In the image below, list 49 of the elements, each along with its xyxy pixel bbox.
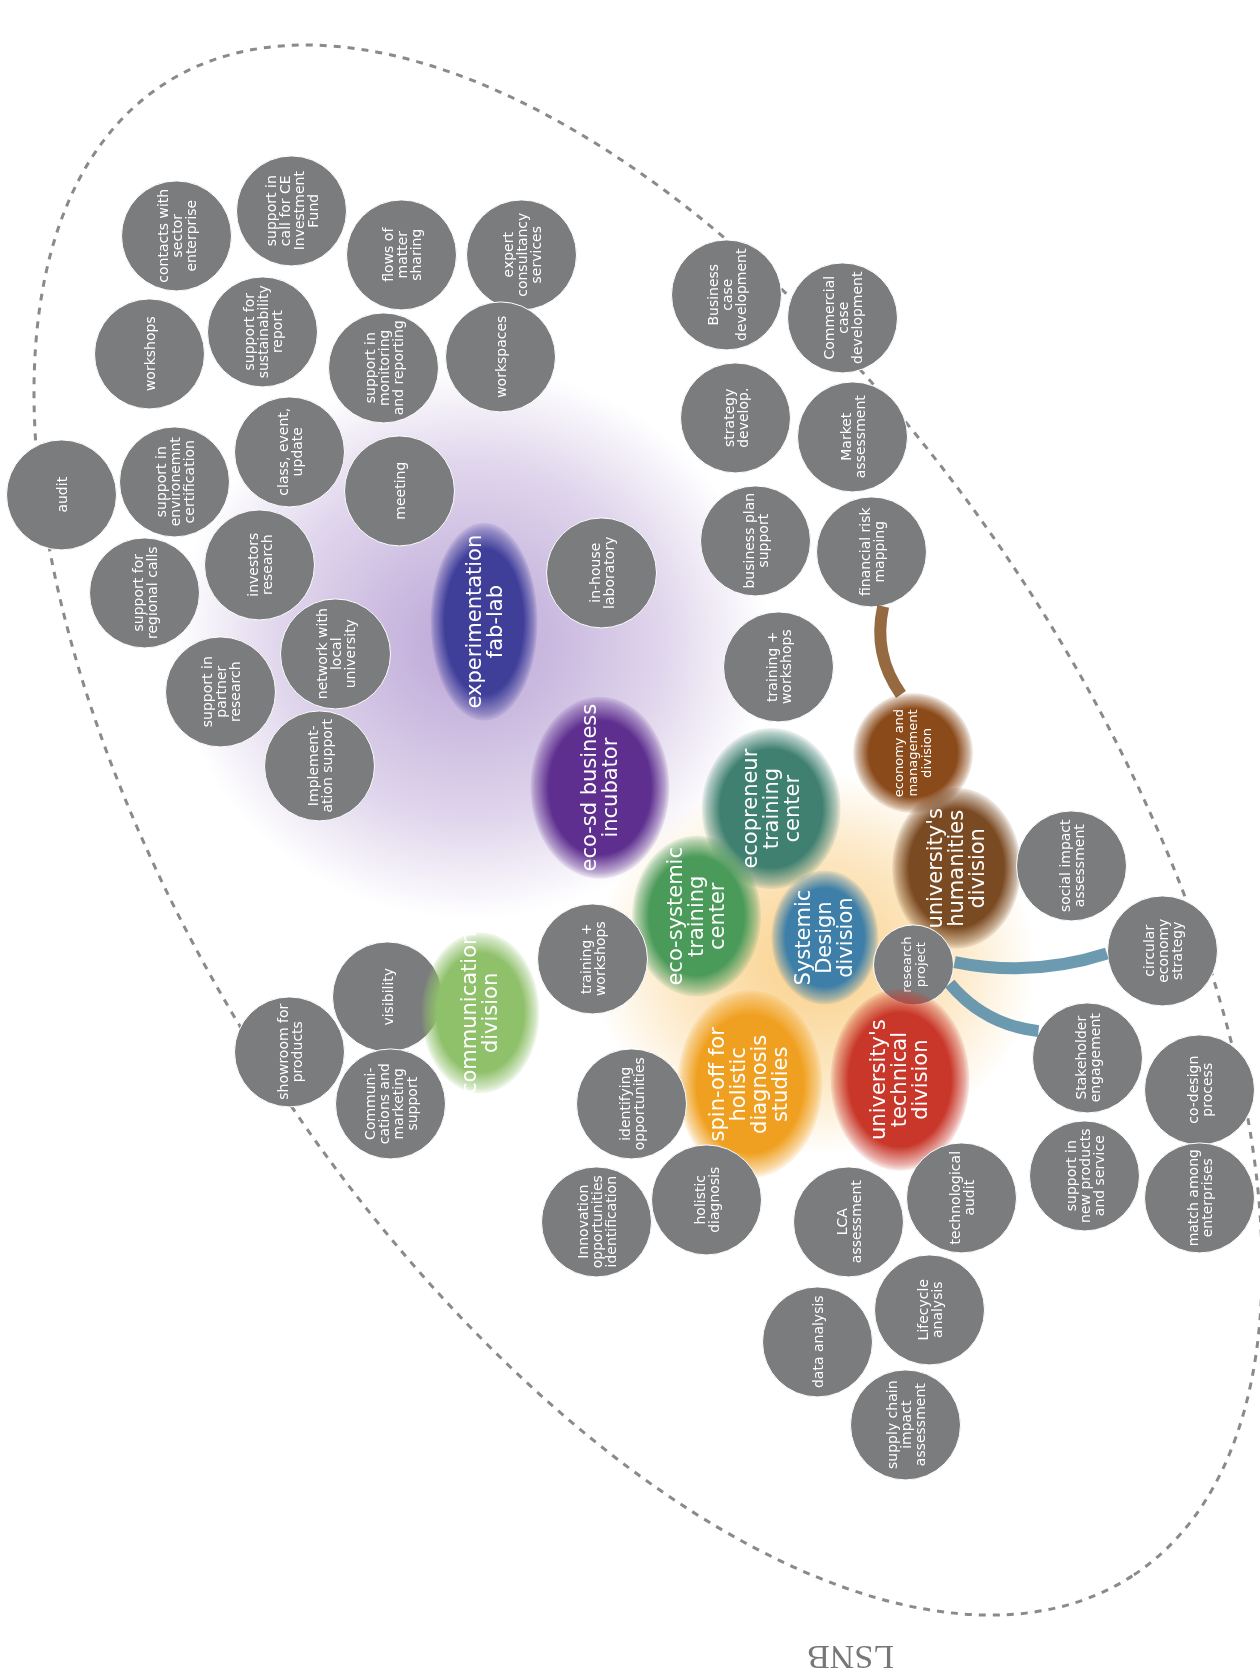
service-circle: data analysis [761,1285,874,1398]
service-circle: class, event, update [233,396,345,508]
service-circle: Lifecycle analysis [874,1253,986,1365]
service-circle: match among enterprises [1144,1142,1256,1254]
service-circle: support for regional calls [88,536,201,649]
service-circle: showroom for products [233,996,345,1108]
service-circle: support in partner research [165,636,277,748]
ellipse-title: LSNB [806,1639,894,1676]
service-circle: Communi-cations and marketing support [335,1047,447,1160]
service-circle: strategy develop. [680,362,792,474]
service-circle: Implement-ation support [263,710,375,822]
service-circle: support for sustainability report [206,276,319,388]
service-circle: circular economy strategy [1106,894,1219,1007]
service-circle: social impact assessment [1015,810,1128,922]
service-circle: financial risk mapping [816,496,928,608]
service-circle: training + workshops [536,903,649,1015]
service-circle: technological audit [906,1142,1018,1254]
service-circle: support in monitoring and reporting [327,311,440,424]
service-circle: investors research [203,508,315,621]
service-circle: support in new products and service [1028,1119,1140,1232]
service-circle: support in environemnt certification [118,426,231,538]
service-circle: business plan support [699,485,812,597]
connector-line [945,979,1040,1038]
service-circle: expert consultancy services [466,199,578,311]
service-circle: supply chain impact assessment [849,1369,962,1481]
service-circle: Innovation opportunities identification [541,1165,653,1278]
service-circle: flows of matter sharing [346,199,458,311]
service-circle: network with local university [279,597,392,710]
service-circle: Market assessment [797,381,909,493]
service-circle: audit [6,439,118,551]
service-circle: in-house laboratory [546,517,658,629]
connector-line [874,605,906,698]
service-circle: Business case development [670,238,783,351]
service-circle: training + workshops [723,610,835,723]
service-circle: holistic diagnosis [651,1144,763,1256]
service-circle: LCA assessment [792,1165,905,1278]
division-blob: Systemic Design division [771,870,879,1005]
service-circle: Commercial case development [787,262,899,374]
service-circle: visibility [332,940,444,1053]
division-blob: experimentation fab-lab [430,522,538,721]
service-circle: contacts with sector enterprise [121,180,233,292]
service-circle: workspaces [444,301,557,413]
connector-line [953,947,1109,975]
service-circle: Stakeholder engagement [1031,1001,1144,1114]
service-circle: meeting [343,435,456,547]
service-circle: co-design process [1144,1033,1256,1146]
service-circle: identifying opportunities [576,1047,688,1160]
service-circle: support in call for CE Investment Fund [235,155,348,267]
service-circle: workshops [94,297,206,410]
